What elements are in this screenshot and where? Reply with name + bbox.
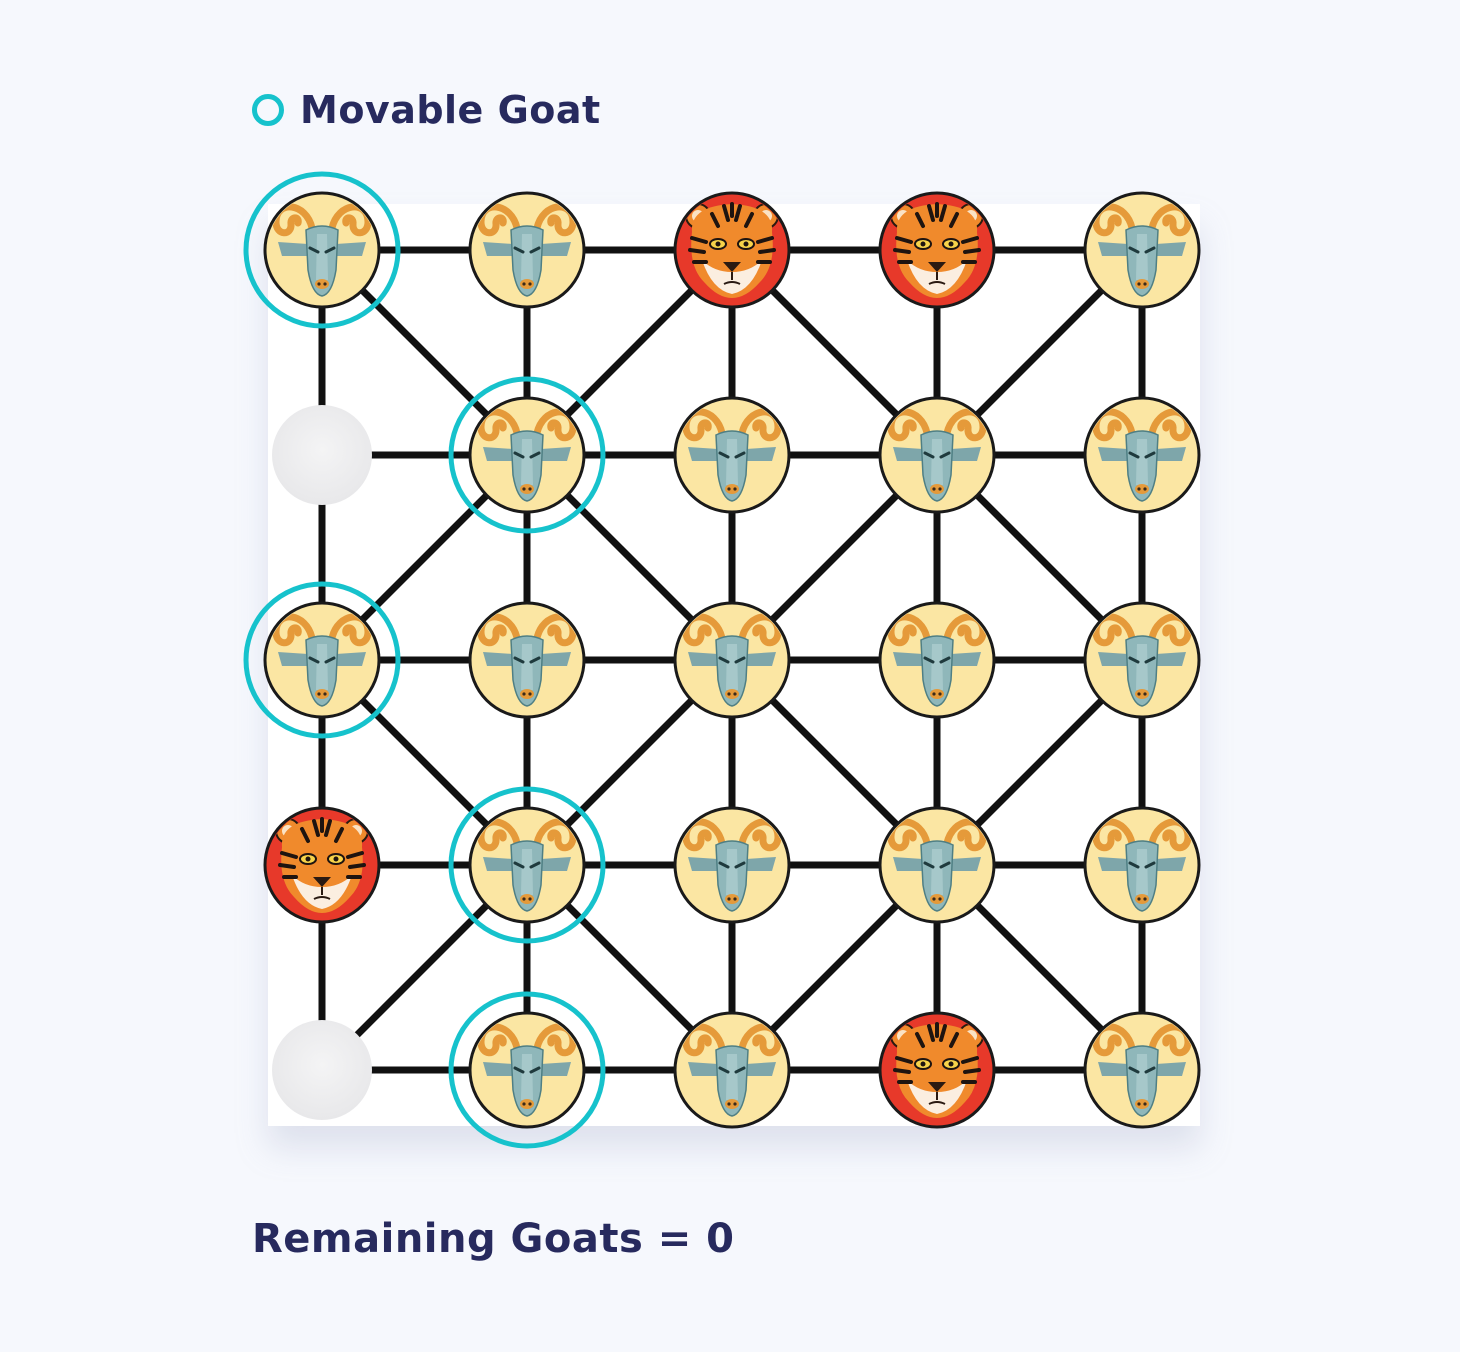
goat-piece[interactable]: [673, 806, 791, 924]
movable-goat-ring[interactable]: [448, 991, 606, 1149]
tiger-piece[interactable]: [878, 1011, 996, 1129]
board-svg: [243, 171, 1201, 1149]
goat-icon: [1092, 408, 1192, 502]
goat-icon: [887, 613, 987, 707]
goat-piece[interactable]: [468, 1011, 586, 1129]
goat-piece[interactable]: [468, 396, 586, 514]
goat-piece[interactable]: [673, 601, 791, 719]
goat-piece[interactable]: [1083, 1011, 1201, 1129]
goat-piece[interactable]: [468, 806, 586, 924]
goat-icon: [477, 203, 577, 297]
goat-piece[interactable]: [1083, 191, 1201, 309]
ring-icon: [252, 94, 284, 126]
movable-goat-ring[interactable]: [243, 171, 401, 329]
movable-goat-ring[interactable]: [448, 376, 606, 534]
goat-icon: [682, 1023, 782, 1117]
empty-point[interactable]: [272, 405, 372, 505]
goat-piece[interactable]: [878, 806, 996, 924]
goat-piece[interactable]: [673, 1011, 791, 1129]
legend-label: Movable Goat: [300, 88, 601, 132]
goat-piece[interactable]: [263, 191, 381, 309]
goat-icon: [477, 1023, 577, 1117]
empty-point-marker[interactable]: [272, 405, 372, 505]
legend: Movable Goat: [252, 86, 601, 134]
tiger-piece[interactable]: [878, 191, 996, 309]
goat-piece[interactable]: [878, 601, 996, 719]
movable-goat-ring[interactable]: [448, 786, 606, 944]
tiger-piece[interactable]: [673, 191, 791, 309]
goat-piece[interactable]: [468, 601, 586, 719]
goat-icon: [682, 408, 782, 502]
empty-point-marker[interactable]: [272, 1020, 372, 1120]
movable-rings: [243, 171, 606, 1149]
goat-piece[interactable]: [468, 191, 586, 309]
goat-piece[interactable]: [878, 396, 996, 514]
tiger-icon: [890, 202, 984, 298]
tiger-icon: [890, 1022, 984, 1118]
goat-icon: [1092, 203, 1192, 297]
goat-icon: [477, 818, 577, 912]
goat-icon: [272, 613, 372, 707]
goat-icon: [477, 613, 577, 707]
goat-piece[interactable]: [263, 601, 381, 719]
goat-piece[interactable]: [1083, 601, 1201, 719]
game-board: [243, 171, 1220, 1170]
goat-icon: [1092, 613, 1192, 707]
tiger-piece[interactable]: [263, 806, 381, 924]
goat-icon: [1092, 818, 1192, 912]
goat-piece[interactable]: [1083, 396, 1201, 514]
goat-icon: [272, 203, 372, 297]
goat-icon: [682, 613, 782, 707]
goat-icon: [887, 818, 987, 912]
goat-icon: [682, 818, 782, 912]
goat-piece[interactable]: [1083, 806, 1201, 924]
board-pieces: [263, 191, 1201, 1129]
goat-icon: [477, 408, 577, 502]
tiger-icon: [275, 817, 369, 913]
goat-piece[interactable]: [673, 396, 791, 514]
goat-icon: [1092, 1023, 1192, 1117]
movable-goat-ring[interactable]: [243, 581, 401, 739]
empty-point[interactable]: [272, 1020, 372, 1120]
remaining-goats-counter: Remaining Goats = 0: [252, 1216, 735, 1262]
goat-icon: [887, 408, 987, 502]
